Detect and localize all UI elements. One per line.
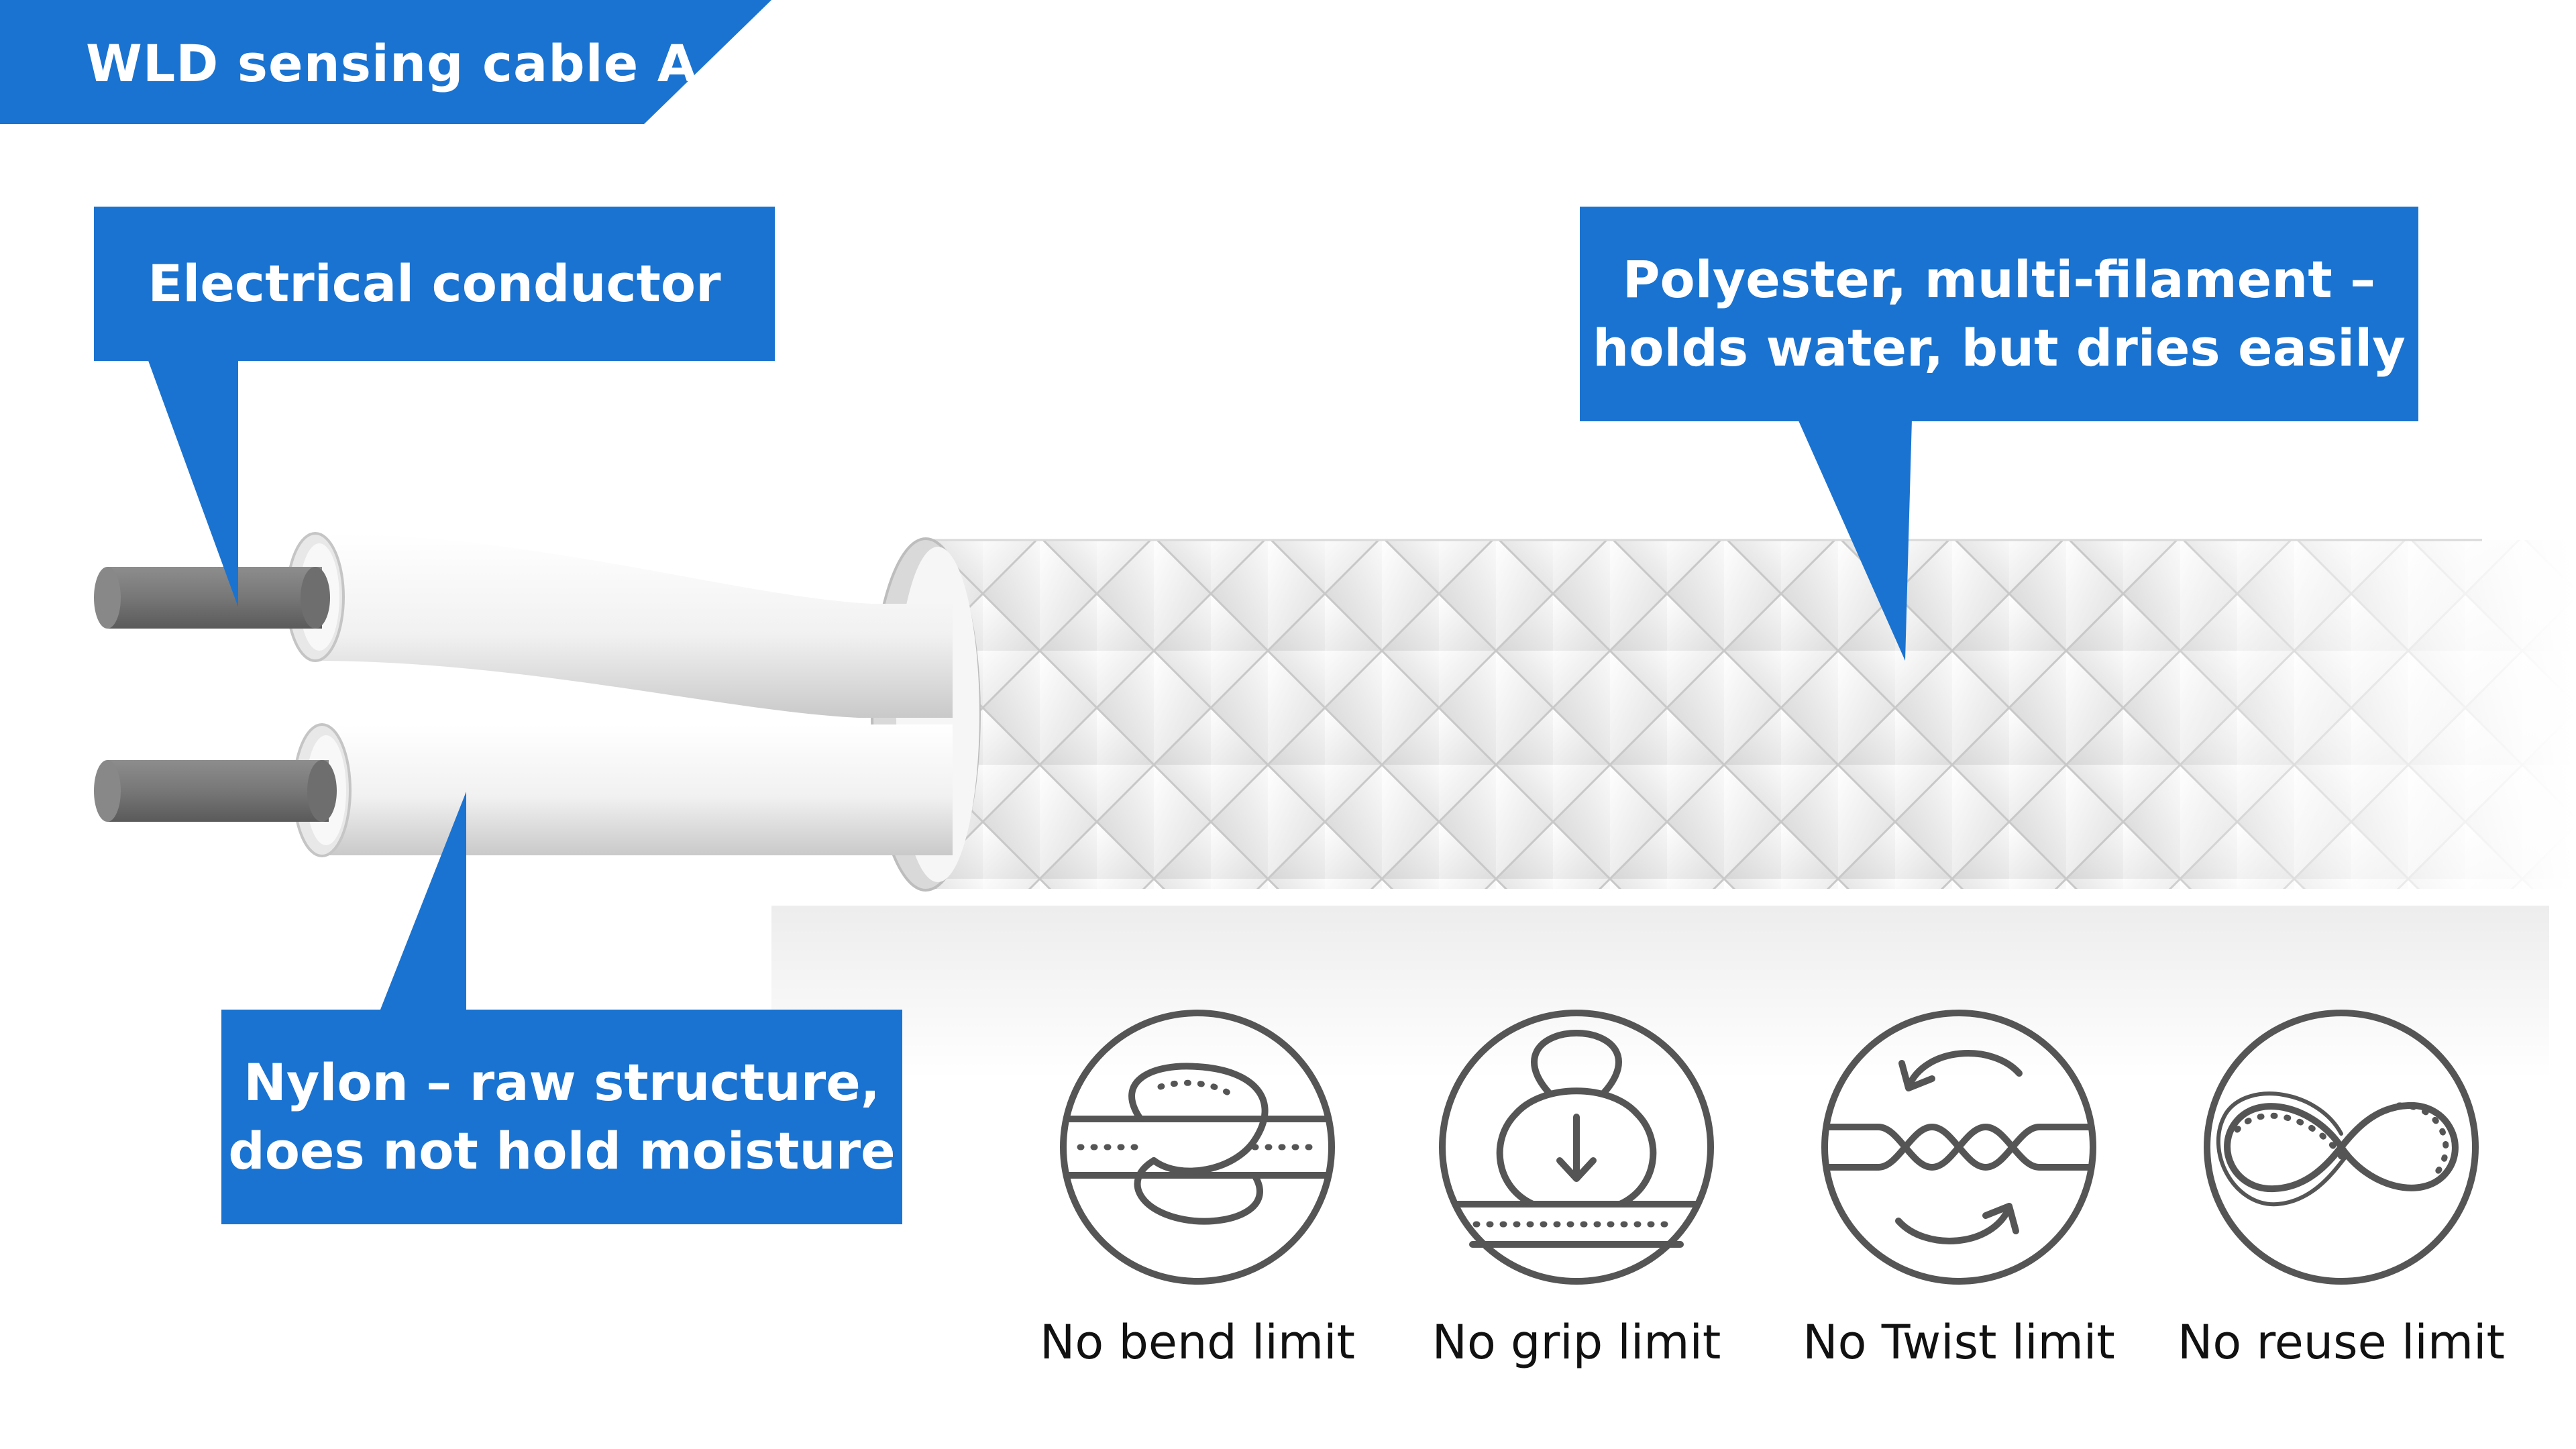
polyester-braid-sheath (932, 539, 2576, 889)
conductor-callout-line: Electrical conductor (148, 254, 721, 313)
cable-shadow (771, 906, 2549, 1080)
upper-nylon-wire (286, 532, 953, 718)
nylon-callout-line-2: does not hold moisture (228, 1121, 896, 1181)
feature-label-twist: No Twist limit (1803, 1315, 2115, 1370)
kettlebell-icon (1439, 1010, 1714, 1285)
nylon-callout-line-1: Nylon – raw structure, (244, 1053, 880, 1112)
nylon-callout: Nylon – raw structure, does not hold moi… (221, 1010, 902, 1224)
polyester-callout-pointer (1798, 419, 1912, 661)
polyester-callout-line-1: Polyester, multi-filament – (1622, 250, 2376, 309)
feature-label-grip: No grip limit (1432, 1315, 1721, 1370)
title-banner (0, 0, 771, 124)
conductor-callout: Electrical conductor (94, 207, 775, 361)
lower-nylon-wire (292, 723, 953, 857)
infinity-icon (2204, 1010, 2479, 1285)
twist-icon (1821, 1010, 2096, 1285)
upper-electrical-conductor (94, 567, 330, 629)
conductor-callout-pointer (148, 359, 238, 607)
page-title: WLD sensing cable A (86, 34, 698, 93)
polyester-callout: Polyester, multi-filament – holds water,… (1580, 207, 2418, 421)
feature-label-reuse: No reuse limit (2178, 1315, 2505, 1370)
knot-icon (1060, 1010, 1335, 1285)
polyester-callout-line-2: holds water, but dries easily (1593, 318, 2406, 378)
feature-label-bend: No bend limit (1040, 1315, 1355, 1370)
lower-electrical-conductor (94, 760, 337, 822)
nylon-callout-pointer (379, 792, 466, 1013)
